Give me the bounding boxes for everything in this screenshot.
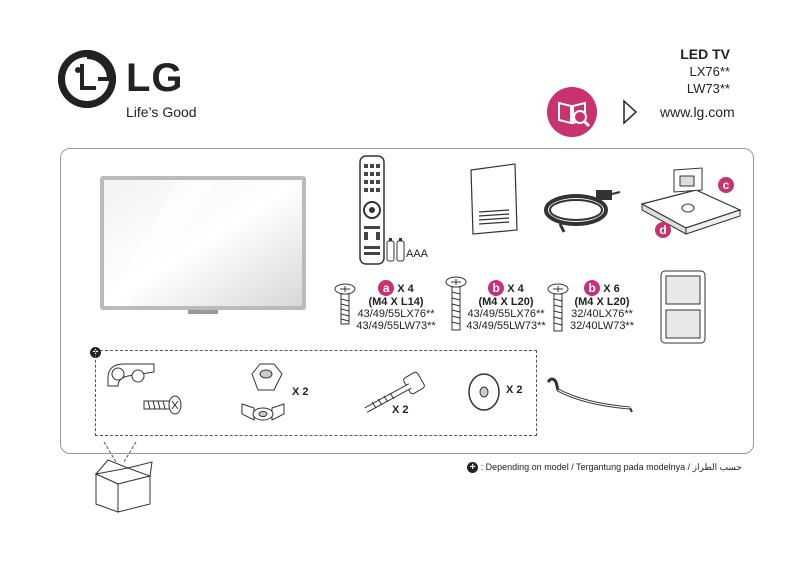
website-link[interactable]: www.lg.com	[660, 104, 735, 120]
badge-b: b	[488, 280, 505, 296]
manual-book-icon	[547, 87, 597, 137]
screw-b-qty: X 4	[507, 283, 524, 295]
remote-control-icon	[358, 154, 386, 271]
model-line-1: LX76**	[689, 64, 730, 79]
screw-a-spec: (M4 X L14)	[368, 296, 424, 308]
screw-b-label: b X 4 (M4 X L20) 43/49/55LX76** 43/49/55…	[465, 280, 547, 332]
screw-b2-icon	[547, 283, 569, 338]
badge-c: c	[718, 177, 734, 193]
wall-anchor-icon	[246, 360, 286, 401]
cable-tie-icon	[544, 374, 636, 419]
screw-b2-qty: X 6	[603, 283, 620, 295]
tv-illustration	[98, 174, 308, 323]
screw-b-model-1: 43/49/55LX76**	[467, 308, 545, 320]
screw-a-model-2: 43/49/55LW73**	[356, 320, 436, 332]
wing-nut-icon	[238, 394, 288, 429]
arrow-right-icon	[622, 99, 638, 130]
optional-items-box	[95, 350, 537, 436]
optional-qty-3: X 2	[392, 404, 409, 416]
components-panel	[60, 148, 754, 454]
footnote-plus-icon: +	[467, 462, 479, 474]
battery-icon	[386, 238, 406, 267]
screw-b2-model-1: 32/40LX76**	[571, 308, 633, 320]
screw-a-label: a X 4 (M4 X L14) 43/49/55LX76** 43/49/55…	[356, 280, 436, 332]
screw-a-model-1: 43/49/55LX76**	[357, 308, 435, 320]
badge-d: d	[655, 222, 671, 238]
eye-bolt-icon	[358, 368, 428, 421]
footnote: + : Depending on model / Tergantung pada…	[467, 462, 742, 474]
product-title: LED TV	[680, 46, 730, 62]
screw-b-model-2: 43/49/55LW73**	[466, 320, 546, 332]
tagline: Life’s Good	[126, 104, 197, 120]
screw-a-icon	[334, 283, 356, 330]
battery-label: AAA	[406, 248, 429, 260]
screw-b-icon	[445, 276, 467, 337]
washer-icon	[466, 372, 502, 417]
lg-logo-icon	[58, 50, 116, 108]
product-header: LED TV LX76** LW73**	[680, 46, 730, 97]
logo-wordmark: LG	[126, 56, 184, 100]
screw-b2-spec: (M4 X L20)	[574, 296, 630, 308]
screw-b2-model-2: 32/40LW73**	[569, 320, 634, 332]
cable-cover-icon	[660, 270, 706, 349]
badge-a: a	[378, 280, 395, 296]
stand-illustration	[636, 164, 746, 243]
box-illustration	[92, 440, 156, 519]
footnote-text: : Depending on model / Tergantung pada m…	[480, 462, 742, 472]
small-screw-icon	[142, 394, 184, 421]
badge-b2: b	[584, 280, 601, 296]
cable-holder-icon	[104, 358, 164, 403]
screw-a-qty: X 4	[397, 283, 414, 295]
power-cable-icon	[540, 180, 624, 241]
optional-qty-4: X 2	[506, 384, 523, 396]
model-line-2: LW73**	[686, 81, 730, 96]
manual-booklet-icon	[467, 162, 521, 241]
screw-b2-label: b X 6 (M4 X L20) 32/40LX76** 32/40LW73**	[566, 280, 638, 332]
screw-b-spec: (M4 X L20)	[478, 296, 534, 308]
optional-qty-2: X 2	[292, 386, 309, 398]
